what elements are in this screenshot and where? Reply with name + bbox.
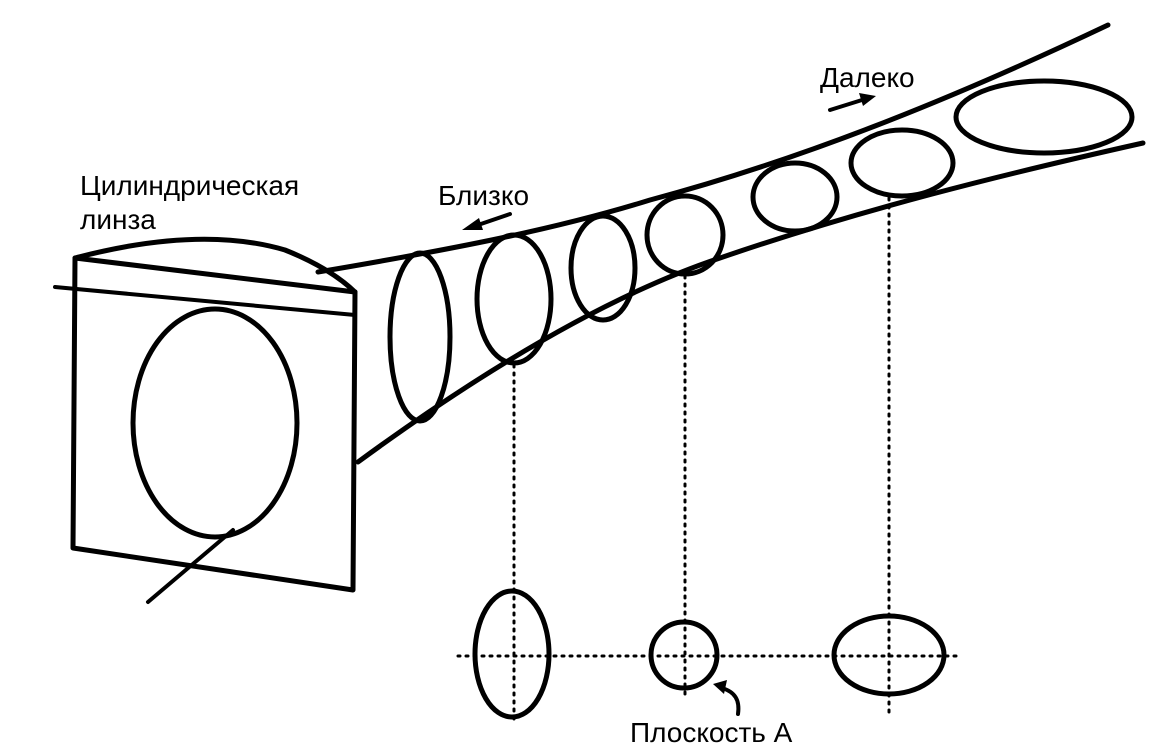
lens-label-line2: линза	[80, 204, 156, 235]
projected-section-near	[472, 588, 552, 720]
beam-section-2	[474, 232, 554, 366]
projected-section-plane-a	[648, 619, 720, 691]
lens-square-face	[70, 255, 358, 593]
optical-axis-left	[53, 285, 357, 317]
beam-section-4	[644, 193, 726, 277]
near-arrow	[462, 212, 512, 230]
far-arrow	[828, 93, 876, 112]
beam-upper-edge	[315, 22, 1111, 275]
beam-section-1	[387, 250, 453, 424]
plane-a-arrow	[713, 680, 741, 716]
projected-section-far	[831, 613, 947, 697]
projected-sections	[472, 588, 947, 720]
near-label: Близко	[438, 180, 529, 211]
lens-aperture-circle	[130, 306, 300, 540]
lens-curved-top	[72, 236, 358, 295]
beam-lower-edge	[355, 140, 1146, 465]
far-label: Далеко	[820, 62, 915, 93]
plane-a-label: Плоскость А	[630, 717, 793, 748]
beam-section-7	[953, 78, 1135, 156]
lens-label-line1: Цилиндрическая	[80, 170, 299, 201]
optical-axis-bottom	[146, 528, 235, 604]
beam-section-5	[750, 160, 840, 234]
cylindrical-lens	[70, 236, 358, 593]
beam-section-3	[568, 213, 638, 323]
beam-cross-sections	[387, 78, 1135, 424]
beam-section-6	[848, 127, 956, 199]
